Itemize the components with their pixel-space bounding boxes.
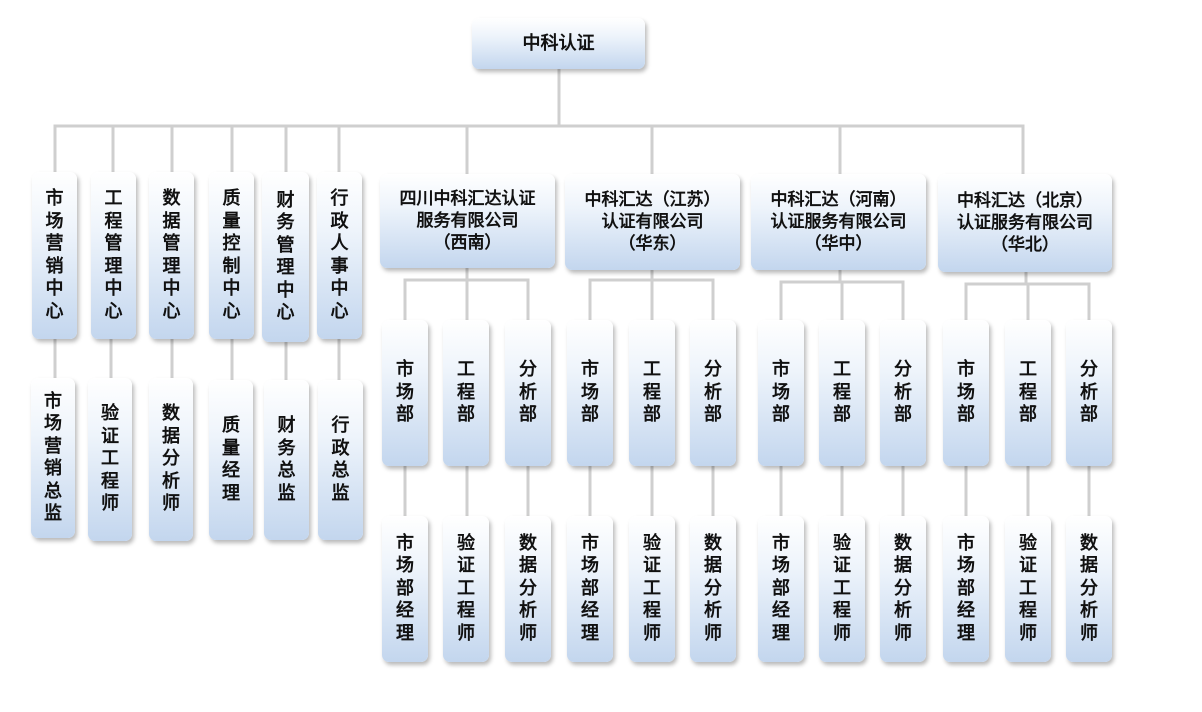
branch-node-southwest: 四川中科汇达认证 服务有限公司 （西南） [380, 174, 555, 268]
center-node-marketing: 市场营销中心 [32, 172, 77, 339]
dept-node: 市场部 [758, 320, 804, 466]
dept-node: 市场部 [567, 320, 613, 466]
dept-label: 工程部 [642, 359, 661, 426]
center-node-engineering: 工程管理中心 [91, 172, 136, 339]
dept-role-label: 市场部经理 [771, 532, 790, 644]
dept-role-label: 验证工程师 [456, 532, 475, 644]
branch-node-central: 中科汇达（河南） 认证服务有限公司 （华中） [751, 174, 926, 270]
branch-label: 中科汇达（河南） 认证服务有限公司 （华中） [770, 189, 907, 255]
dept-role-label: 数据分析师 [703, 532, 722, 644]
center-role-finance: 财务总监 [264, 380, 309, 540]
role-label: 行政总监 [331, 415, 350, 504]
dept-node: 分析部 [1066, 320, 1112, 466]
dept-role-label: 验证工程师 [642, 532, 661, 644]
center-role-quality: 质量经理 [209, 380, 253, 540]
dept-label: 市场部 [771, 359, 790, 426]
center-role-engineering: 验证工程师 [88, 378, 132, 541]
center-role-admin: 行政总监 [318, 380, 363, 540]
center-label: 质量控制中心 [222, 188, 241, 322]
center-label: 数据管理中心 [162, 188, 181, 322]
dept-node: 分析部 [505, 320, 551, 466]
role-label: 数据分析师 [161, 403, 180, 515]
dept-label: 分析部 [893, 359, 912, 426]
dept-role-node: 验证工程师 [443, 516, 489, 662]
root-node: 中科认证 [472, 18, 645, 69]
dept-role-node: 市场部经理 [943, 516, 989, 662]
dept-label: 工程部 [456, 359, 475, 426]
dept-label: 分析部 [703, 359, 722, 426]
dept-role-node: 数据分析师 [880, 516, 926, 662]
dept-label: 市场部 [956, 359, 975, 426]
branch-label: 中科汇达（江苏） 认证有限公司 （华东） [584, 189, 721, 255]
dept-node: 市场部 [382, 320, 428, 466]
role-label: 财务总监 [277, 415, 296, 504]
dept-role-node: 数据分析师 [505, 516, 551, 662]
dept-role-label: 数据分析师 [518, 532, 537, 644]
role-label: 市场营销总监 [43, 390, 62, 525]
dept-role-label: 市场部经理 [956, 532, 975, 644]
dept-node: 分析部 [880, 320, 926, 466]
dept-role-label: 数据分析师 [893, 532, 912, 644]
center-label: 行政人事中心 [330, 188, 349, 322]
dept-label: 分析部 [518, 359, 537, 426]
dept-role-label: 验证工程师 [1018, 532, 1037, 644]
center-node-admin: 行政人事中心 [317, 172, 362, 339]
center-role-data: 数据分析师 [149, 378, 193, 541]
dept-role-node: 数据分析师 [1066, 516, 1112, 662]
dept-node: 工程部 [629, 320, 675, 466]
dept-role-label: 数据分析师 [1079, 532, 1098, 644]
dept-role-node: 市场部经理 [382, 516, 428, 662]
center-label: 财务管理中心 [276, 189, 295, 324]
dept-node: 工程部 [443, 320, 489, 466]
dept-role-label: 验证工程师 [832, 532, 851, 644]
dept-label: 分析部 [1079, 359, 1098, 426]
dept-role-label: 市场部经理 [580, 532, 599, 644]
dept-label: 工程部 [1018, 359, 1037, 426]
role-label: 质量经理 [221, 415, 240, 504]
center-label: 工程管理中心 [104, 188, 123, 322]
center-label: 市场营销中心 [45, 188, 64, 322]
dept-role-node: 验证工程师 [629, 516, 675, 662]
dept-role-node: 验证工程师 [819, 516, 865, 662]
branch-node-east: 中科汇达（江苏） 认证有限公司 （华东） [565, 174, 740, 270]
dept-label: 市场部 [580, 359, 599, 426]
root-label: 中科认证 [522, 32, 595, 54]
role-label: 验证工程师 [100, 403, 119, 515]
dept-node: 工程部 [819, 320, 865, 466]
dept-role-label: 市场部经理 [395, 532, 414, 644]
branch-node-north: 中科汇达（北京） 认证服务有限公司 （华北） [938, 174, 1112, 272]
dept-role-node: 验证工程师 [1005, 516, 1051, 662]
dept-label: 工程部 [832, 359, 851, 426]
branch-label: 中科汇达（北京） 认证服务有限公司 （华北） [957, 190, 1093, 256]
dept-node: 市场部 [943, 320, 989, 466]
dept-role-node: 市场部经理 [567, 516, 613, 662]
center-node-quality: 质量控制中心 [209, 172, 254, 339]
dept-node: 工程部 [1005, 320, 1051, 466]
dept-node: 分析部 [690, 320, 736, 466]
branch-label: 四川中科汇达认证 服务有限公司 （西南） [399, 188, 536, 254]
center-node-data: 数据管理中心 [149, 172, 194, 339]
dept-role-node: 市场部经理 [758, 516, 804, 662]
dept-label: 市场部 [395, 359, 414, 426]
dept-role-node: 数据分析师 [690, 516, 736, 662]
center-role-marketing: 市场营销总监 [31, 378, 75, 538]
center-node-finance: 财务管理中心 [262, 172, 309, 342]
